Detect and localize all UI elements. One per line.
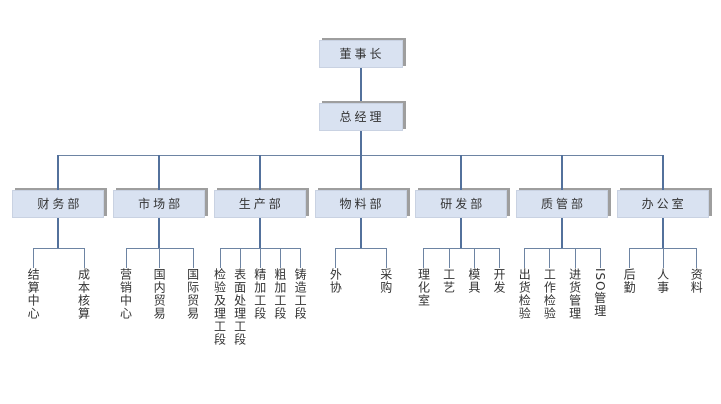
leaf-label[interactable]: 工艺 (441, 268, 456, 294)
leaf-label[interactable]: 铸造工段 (293, 268, 308, 320)
dept-group-marketing: 市场部营销中心 国内贸易 国际贸易 (108, 155, 210, 346)
leaf-label[interactable]: 理化室 (416, 268, 431, 307)
department-row: 财务部结算中心成本核算市场部营销中心国内贸易国际贸易生产部检验及理工段表面处理工… (0, 155, 721, 346)
node-chairman[interactable]: 董事长 (318, 40, 403, 68)
leaf-node: 人事 (645, 248, 680, 294)
node-dept-production[interactable]: 生产部 (213, 190, 306, 218)
org-chart-trunk: 董事长 总经理 (0, 0, 721, 155)
leaf-node: 进货管理 (561, 248, 588, 320)
leaf-node: 工作检验 (536, 248, 563, 320)
dept-children: 后勤人事资料 (612, 218, 713, 294)
leaf-node: 后勤 (612, 248, 646, 294)
dept-children: 出货检验工作检验进货管理 ISO管理 (512, 218, 613, 320)
dept-group-research: 研发部理化室工艺模具开发 (410, 155, 512, 346)
leaf-node: 结算中心 (8, 248, 59, 320)
dept-children: 理化室工艺模具开发 (411, 218, 512, 307)
leaf-label[interactable]: 进货管理 (567, 268, 582, 320)
connector-line (359, 68, 362, 103)
leaf-node: 资料 (679, 248, 713, 294)
node-dept-quality[interactable]: 质管部 (515, 190, 608, 218)
leaf-label[interactable]: 粗加工段 (272, 268, 287, 320)
leaf-node: 营销中心 (109, 248, 143, 320)
leaf-label[interactable]: 结算中心 (26, 268, 41, 320)
dept-group-office: 办公室后勤人事资料 (612, 155, 713, 346)
leaf-label[interactable]: ISO管理 (592, 268, 607, 318)
leaf-node: 铸造工段 (290, 248, 310, 346)
leaf-label[interactable]: 资料 (689, 268, 704, 294)
dept-group-quality: 质管部出货检验工作检验进货管理 ISO管理 (511, 155, 613, 346)
leaf-label[interactable]: 国内贸易 (152, 268, 167, 320)
leaf-node: 精加工段 (249, 248, 271, 346)
leaf-label[interactable]: 营销中心 (118, 268, 133, 320)
node-dept-research[interactable]: 研发部 (415, 190, 508, 218)
leaf-label[interactable]: 出货检验 (517, 268, 532, 320)
leaf-label[interactable]: 工作检验 (542, 268, 557, 320)
node-dept-materials[interactable]: 物料部 (314, 190, 407, 218)
dept-children: 检验及理工段表面处理工段精加工段粗加工段铸造工段 (209, 218, 310, 346)
dept-children: 营销中心 国内贸易 国际贸易 (109, 218, 210, 320)
leaf-node: 国际贸易 (175, 248, 210, 320)
leaf-node: 工艺 (436, 248, 462, 307)
leaf-label[interactable]: 后勤 (622, 268, 637, 294)
leaf-node: ISO管理 (587, 248, 612, 320)
leaf-label[interactable]: 检验及理工段 (212, 268, 227, 346)
node-dept-office[interactable]: 办公室 (616, 190, 709, 218)
leaf-label[interactable]: 外协 (328, 268, 343, 294)
dept-group-finance: 财务部结算中心 成本核算 (8, 155, 109, 346)
leaf-node: 开发 (486, 248, 511, 307)
connector-line (359, 131, 362, 155)
dept-group-materials: 物料部外协 采购 (310, 155, 411, 346)
leaf-node: 粗加工段 (269, 248, 291, 346)
leaf-node: 采购 (360, 248, 411, 294)
leaf-label[interactable]: 成本核算 (76, 268, 91, 320)
node-dept-finance[interactable]: 财务部 (12, 190, 105, 218)
leaf-label[interactable]: 国际贸易 (185, 268, 200, 320)
leaf-node: 表面处理工段 (229, 248, 250, 346)
leaf-label[interactable]: 精加工段 (252, 268, 267, 320)
dept-children: 外协 采购 (310, 218, 411, 294)
leaf-label[interactable]: 模具 (466, 268, 481, 294)
leaf-node: 外协 (310, 248, 361, 294)
leaf-label[interactable]: 采购 (378, 268, 393, 294)
leaf-label[interactable]: 开发 (492, 268, 507, 294)
leaf-node: 理化室 (411, 248, 437, 307)
node-dept-marketing[interactable]: 市场部 (113, 190, 206, 218)
leaf-node: 国内贸易 (142, 248, 176, 320)
leaf-node: 检验及理工段 (209, 248, 230, 346)
leaf-node: 模具 (461, 248, 487, 307)
leaf-node: 出货检验 (512, 248, 537, 320)
leaf-label[interactable]: 表面处理工段 (232, 268, 247, 346)
dept-group-production: 生产部检验及理工段表面处理工段精加工段粗加工段铸造工段 (209, 155, 310, 346)
node-general-manager[interactable]: 总经理 (318, 103, 403, 131)
dept-children: 结算中心 成本核算 (8, 218, 109, 320)
leaf-node: 成本核算 (58, 248, 108, 320)
leaf-label[interactable]: 人事 (655, 268, 670, 294)
